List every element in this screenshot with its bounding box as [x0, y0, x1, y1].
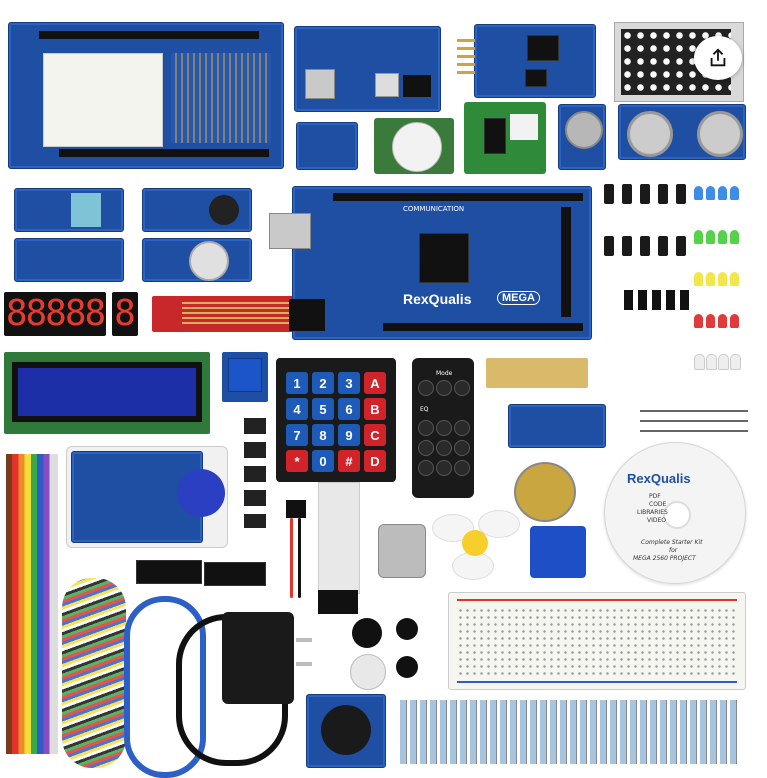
ultrasonic-sensor	[618, 104, 746, 160]
resistors-group	[400, 700, 740, 764]
cd-title: Complete Starter Kit	[641, 539, 703, 546]
keypad-key[interactable]: 5	[312, 398, 334, 420]
keypad-key[interactable]: 8	[312, 424, 334, 446]
cd-project: MEGA 2560 PROJECT	[633, 555, 696, 562]
keypad-key[interactable]: A	[364, 372, 386, 394]
software-cd: RexQualis PDF CODE LIBRARIES VIDEO Compl…	[604, 442, 746, 584]
water-level-sensor	[152, 296, 302, 332]
power-adapter	[222, 612, 312, 704]
arduino-mega-board: COMMUNICATION RexQualis MEGA	[269, 186, 592, 340]
rtc-module	[457, 24, 596, 98]
breadboard	[448, 592, 746, 690]
cd-brand: RexQualis	[627, 471, 691, 486]
keypad-key[interactable]: 0	[312, 450, 334, 472]
keypad-key[interactable]: 4	[286, 398, 308, 420]
soil-moisture-probe	[486, 358, 588, 388]
keypad-key[interactable]: 7	[286, 424, 308, 446]
cd-for: for	[669, 547, 678, 554]
speaker-small	[396, 618, 418, 640]
remote-mode-label: Mode	[436, 370, 453, 377]
share-button[interactable]	[694, 36, 742, 80]
seven-segment-4digit: 88888	[4, 292, 106, 336]
pir-sensor	[374, 118, 454, 174]
jumper-wires-bundle	[62, 578, 126, 768]
joystick-module	[306, 694, 386, 768]
rfid-module	[66, 446, 228, 548]
active-buzzer	[350, 654, 386, 690]
speaker-small	[396, 656, 418, 678]
lcd-1602	[4, 352, 210, 434]
cd-line-code: CODE	[649, 501, 667, 508]
keypad-key[interactable]: 2	[312, 372, 334, 394]
ic-chip	[136, 560, 202, 584]
jumper-wires-ribbon	[6, 454, 58, 754]
keypad-ribbon-cable	[318, 482, 360, 594]
relay-module	[222, 352, 268, 402]
rain-sensor-module	[14, 238, 124, 282]
cd-line-libraries: LIBRARIES	[637, 509, 668, 516]
usb-cable	[124, 596, 206, 778]
board-brand: RexQualis	[403, 291, 472, 307]
keypad-key[interactable]: #	[338, 450, 360, 472]
remote-eq-label: EQ	[420, 406, 429, 413]
power-supply-module	[294, 26, 441, 112]
servo-motor	[530, 526, 586, 578]
keypad-key[interactable]: 3	[338, 372, 360, 394]
sound-sensor	[142, 188, 252, 232]
ir-remote: Mode EQ	[412, 358, 474, 498]
fan-blade	[432, 504, 520, 584]
ic-chip	[204, 562, 266, 586]
keypad-key[interactable]: 6	[338, 398, 360, 420]
keypad-key[interactable]: *	[286, 450, 308, 472]
buzzer	[352, 618, 382, 648]
keypad-connector	[318, 590, 358, 614]
seven-segment-1digit: 8	[112, 292, 138, 336]
tactile-buttons	[244, 418, 266, 528]
membrane-keypad: 1 2 3 A 4 5 6 B 7 8 9 C * 0 # D	[276, 358, 396, 482]
transistors-group	[624, 290, 690, 310]
cd-line-pdf: PDF	[649, 493, 661, 500]
keypad-key[interactable]: 9	[338, 424, 360, 446]
rfid-key-fob	[177, 469, 225, 517]
capacitors-group	[604, 184, 690, 294]
dc-motor	[378, 524, 426, 578]
keypad-key[interactable]: 1	[286, 372, 308, 394]
stepper-motor	[514, 462, 576, 522]
leds-group	[694, 186, 754, 376]
keypad-key[interactable]: C	[364, 424, 386, 446]
soil-sensor-module	[508, 404, 606, 448]
potentiometer-module	[142, 238, 252, 282]
diodes-group	[640, 402, 748, 436]
mini-breadboard	[43, 53, 163, 147]
gas-sensor	[558, 104, 606, 170]
cd-line-video: VIDEO	[647, 517, 667, 524]
keypad-key[interactable]: B	[364, 398, 386, 420]
dht11-module	[14, 188, 124, 232]
keypad-key[interactable]: D	[364, 450, 386, 472]
battery-clip	[286, 500, 306, 600]
board-silkscreen: COMMUNICATION	[403, 205, 465, 213]
gyro-module	[296, 122, 358, 170]
share-icon	[710, 48, 726, 67]
board-label: MEGA	[497, 291, 540, 305]
prototype-shield	[8, 22, 284, 169]
rfid-green-module	[464, 102, 546, 174]
